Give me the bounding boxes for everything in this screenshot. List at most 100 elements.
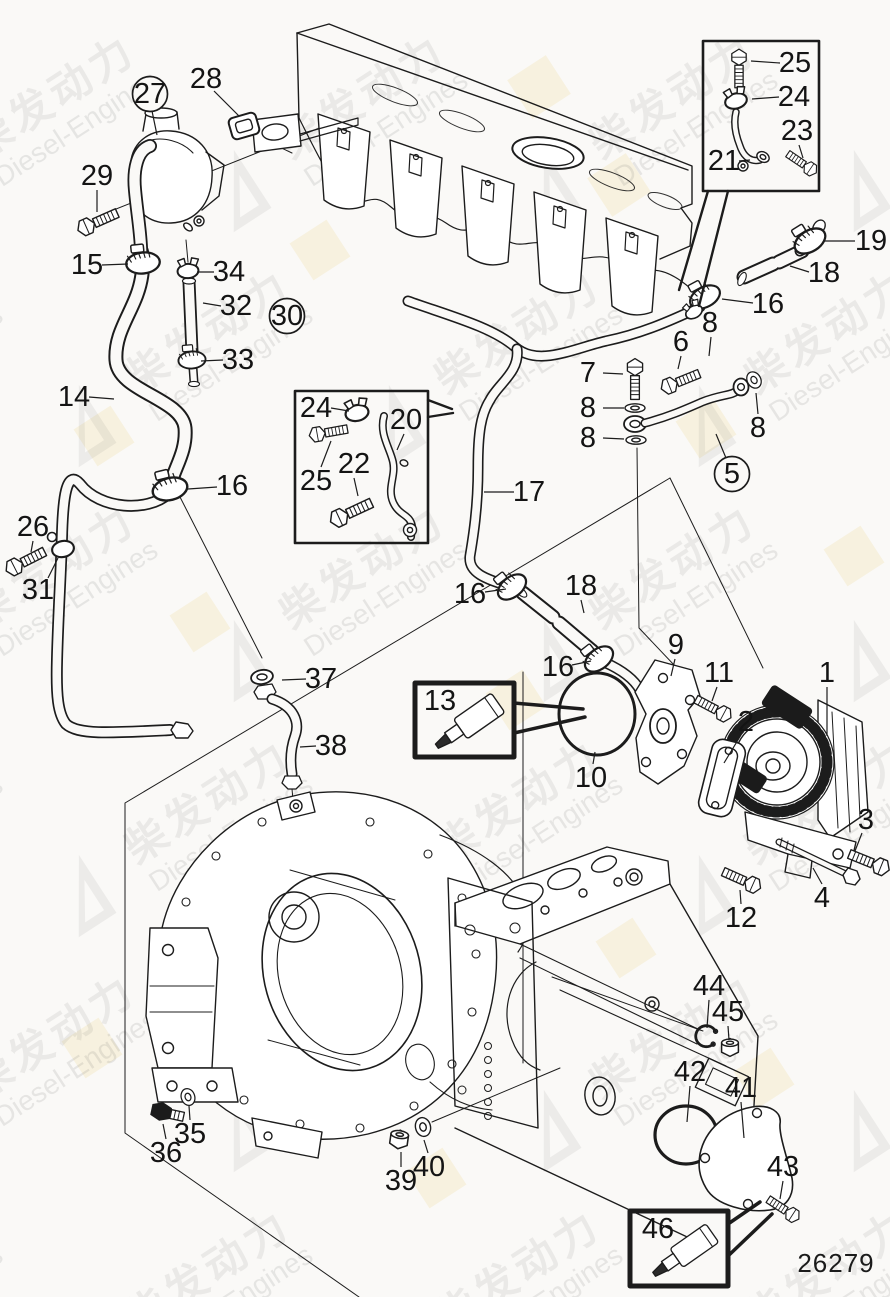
callout-number: 7 <box>580 357 596 389</box>
callout-number: 41 <box>725 1072 757 1104</box>
watermark-logo-icon <box>698 384 737 468</box>
callout-number: 19 <box>855 225 887 257</box>
callout-leader-line <box>187 486 218 490</box>
callout-leader-line <box>571 660 592 666</box>
callout-leader-line <box>423 1139 429 1154</box>
callout-leader-line <box>789 265 810 273</box>
callout-33: 33 <box>200 344 254 376</box>
callout-8: 8 <box>702 307 718 357</box>
callout-leader-line <box>281 678 307 681</box>
callout-number: 16 <box>542 651 574 683</box>
callout-36: 36 <box>150 1123 182 1169</box>
callout-number: 24 <box>778 81 810 113</box>
callout-27: 27 <box>131 75 169 136</box>
callout-leader-line <box>738 159 751 162</box>
callout-2: 2 <box>723 706 754 764</box>
callout-3: 3 <box>854 804 874 852</box>
callout-leader-line <box>854 832 863 852</box>
callout-25: 25 <box>300 440 332 497</box>
callout-37: 37 <box>281 663 337 695</box>
callout-31: 31 <box>22 557 59 606</box>
callout-leader-line <box>162 1123 167 1140</box>
watermark-logo-icon <box>853 619 890 703</box>
callout-number: 23 <box>781 115 813 147</box>
callout-9: 9 <box>668 629 684 677</box>
callout-18: 18 <box>565 570 597 614</box>
inset-box-sealant-13 <box>412 680 587 760</box>
callout-circle <box>131 75 169 113</box>
callout-number: 11 <box>704 657 734 689</box>
callout-leader-line <box>299 745 317 748</box>
callout-number: 18 <box>808 257 840 289</box>
callout-leader-line <box>320 440 332 468</box>
callout-leader-line <box>723 734 742 764</box>
callout-leader-line <box>677 355 682 370</box>
callout-number: 4 <box>814 882 830 914</box>
callout-29: 29 <box>81 160 113 212</box>
callout-number: 25 <box>300 465 332 497</box>
plug-45 <box>720 1037 740 1058</box>
cylinder-block-art <box>447 846 759 1244</box>
callout-leader-line <box>200 359 224 362</box>
callout-leader-line <box>602 437 625 440</box>
callout-number: 14 <box>58 381 90 413</box>
callout-number: 24 <box>300 392 332 424</box>
callout-leader-line <box>88 396 115 400</box>
callout-6: 6 <box>673 326 689 370</box>
callout-41: 41 <box>725 1072 757 1139</box>
cover-plate-41-art <box>698 1105 794 1212</box>
callout-16: 16 <box>187 470 248 502</box>
callout-22: 22 <box>338 448 370 497</box>
callout-16: 16 <box>454 578 507 610</box>
callout-number: 38 <box>315 730 347 762</box>
callout-number: 29 <box>81 160 113 192</box>
drain-pipe-38-art <box>266 693 303 790</box>
callout-7: 7 <box>580 357 624 389</box>
callout-number: 8 <box>580 392 596 424</box>
gasket-2-art <box>697 738 747 818</box>
callout-5: 5 <box>713 433 751 493</box>
pipe-clip-31 <box>46 531 75 559</box>
callout-14: 14 <box>58 381 115 413</box>
valve-cover-art <box>251 23 693 316</box>
callout-26: 26 <box>17 511 49 553</box>
callout-number: 13 <box>424 685 456 717</box>
callout-19: 19 <box>823 225 887 257</box>
callout-number: 5 <box>724 458 740 490</box>
callout-leader-line <box>686 1085 691 1123</box>
callout-39: 39 <box>385 1152 417 1197</box>
callout-circle <box>713 455 751 493</box>
callout-number: 12 <box>725 902 757 934</box>
callout-number: 42 <box>674 1056 706 1088</box>
callout-32: 32 <box>202 290 252 322</box>
inset-box-clamp-bracket-center <box>293 389 455 545</box>
callout-number: 25 <box>779 47 811 79</box>
callout-number: 32 <box>220 290 252 322</box>
inset-box-clamp-bracket-upper <box>677 39 821 308</box>
callout-number: 43 <box>767 1151 799 1183</box>
callout-number: 3 <box>858 804 874 836</box>
callout-16: 16 <box>721 288 784 320</box>
callout-leader-line <box>670 658 676 677</box>
callout-number: 21 <box>708 145 740 177</box>
callout-leader-line <box>711 686 718 702</box>
callout-number: 16 <box>752 288 784 320</box>
callout-number: 15 <box>71 249 103 281</box>
callout-leader-line <box>812 867 823 885</box>
callout-leader-line <box>798 144 804 159</box>
callout-number: 8 <box>580 422 596 454</box>
callout-43: 43 <box>767 1151 799 1200</box>
callout-leader-line <box>101 263 129 266</box>
callout-leader-line <box>755 392 759 415</box>
callout-number: 1 <box>819 657 835 689</box>
oil-separator-art <box>127 107 225 279</box>
pump-housing-9-art <box>634 659 701 785</box>
watermark-text-en: Diesel-Engines <box>0 769 8 898</box>
